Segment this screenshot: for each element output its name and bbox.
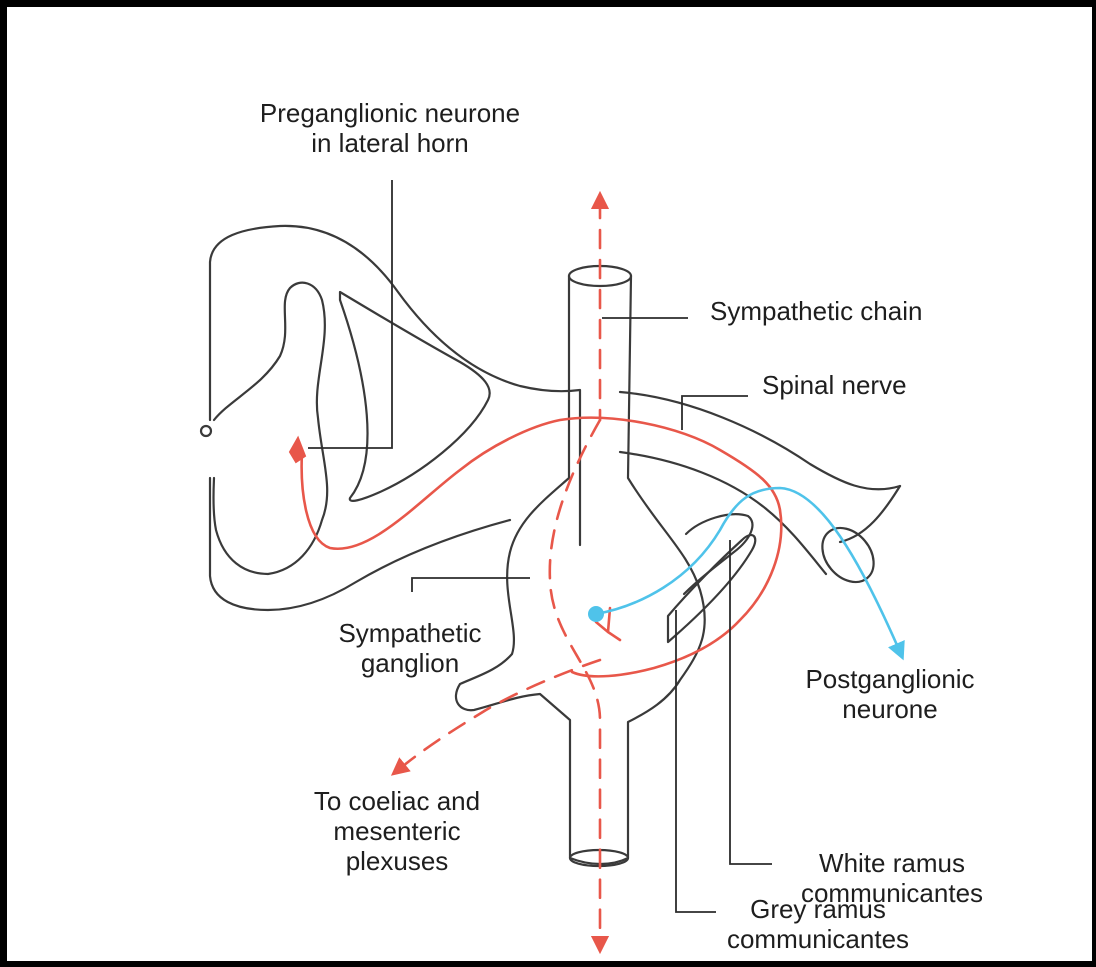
label-coeliac-line-2: mesenteric [292, 816, 502, 846]
sympathetic-chain-tube [456, 276, 705, 864]
label-postganglionic-line-1: Postganglionic [790, 664, 990, 694]
postganglionic-fibre [596, 488, 900, 652]
label-spinal-nerve: Spinal nerve [762, 370, 907, 400]
label-ganglion-line-2: ganglion [310, 648, 510, 678]
label-coeliac-line-3: plexuses [292, 846, 502, 876]
spinal-cord-outline [210, 226, 580, 545]
dorsal-root [340, 292, 490, 501]
label-white-ramus-line-1: White ramus [774, 848, 1010, 878]
label-grey-ramus-line-2: communicantes [700, 924, 936, 954]
label-postganglionic: Postganglionic neurone [790, 664, 990, 724]
label-preganglionic: Preganglionic neurone in lateral horn [210, 98, 570, 158]
spinal-nerve-cut-end [812, 518, 884, 592]
central-canal [201, 426, 211, 436]
label-coeliac: To coeliac and mesenteric plexuses [292, 786, 502, 876]
label-preganglionic-line-1: Preganglionic neurone [210, 98, 570, 128]
label-coeliac-line-1: To coeliac and [292, 786, 502, 816]
label-postganglionic-line-2: neurone [790, 694, 990, 724]
label-sympathetic-chain: Sympathetic chain [710, 296, 922, 326]
grey-matter [214, 283, 328, 574]
preganglionic-soma [290, 438, 305, 462]
leader-preganglionic [308, 180, 392, 448]
spinal-nerve-upper [620, 392, 900, 489]
postganglionic-soma [588, 606, 604, 622]
leader-white-ramus [730, 540, 772, 864]
white-ramus [684, 514, 752, 594]
label-grey-ramus: Grey ramus communicantes [700, 894, 936, 954]
label-ganglion-line-1: Sympathetic [310, 618, 510, 648]
label-preganglionic-line-2: in lateral horn [210, 128, 570, 158]
label-sympathetic-ganglion: Sympathetic ganglion [310, 618, 510, 678]
leader-ganglion [412, 578, 530, 592]
label-grey-ramus-line-1: Grey ramus [700, 894, 936, 924]
